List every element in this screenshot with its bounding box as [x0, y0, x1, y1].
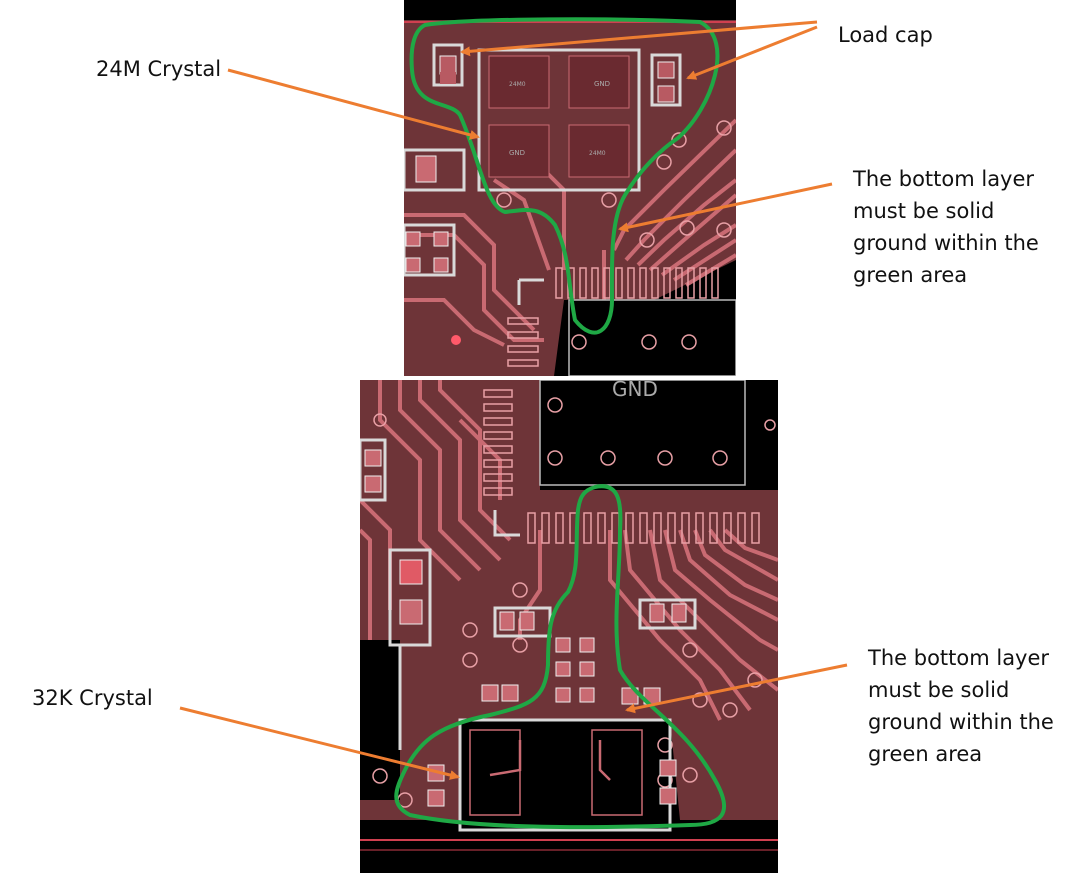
label-32k-crystal: 32K Crystal	[32, 686, 153, 710]
connector-outline	[568, 299, 736, 376]
arrow-load-cap-right	[686, 25, 818, 80]
arrow-bottom-ground	[625, 663, 848, 714]
gnd-pad-outline	[539, 380, 746, 486]
note-bottom-line-1: The bottom layer	[868, 646, 1050, 670]
note-top-line-4: green area	[853, 263, 968, 287]
pcb-top-panel: GND GND 24M0 24M0	[404, 0, 736, 376]
label-24m-crystal: 24M Crystal	[96, 57, 222, 81]
gnd-label: GND	[612, 380, 658, 401]
note-top-line-3: ground within the	[853, 231, 1039, 255]
misc-pads	[405, 155, 449, 273]
load-cap-pads	[439, 55, 675, 103]
ic-pins-top	[507, 267, 719, 367]
pad-dot	[451, 335, 461, 345]
arrow-32k-crystal	[179, 706, 460, 780]
pad-label-gnd-2: GND	[509, 149, 525, 157]
arrows	[179, 20, 848, 780]
pad-label-gnd-1: GND	[594, 80, 610, 88]
arrow-top-ground	[618, 182, 833, 233]
crystal-24m-pads	[488, 55, 630, 178]
label-load-cap: Load cap	[838, 23, 933, 47]
pad-label-net-1: 24M0	[509, 81, 526, 88]
note-top-line-1: The bottom layer	[853, 167, 1035, 191]
pcb-bottom-panel: GND	[360, 380, 778, 873]
note-bottom-line-2: must be solid	[868, 678, 1010, 702]
green-area-bottom	[394, 484, 727, 830]
vias-bottom	[372, 397, 776, 808]
arrow-24m-crystal	[227, 68, 480, 140]
vias-top	[496, 120, 732, 350]
green-area-top	[409, 17, 720, 335]
pcb-bottom-artwork: GND	[360, 380, 778, 873]
note-bottom-line-4: green area	[868, 742, 983, 766]
pads-bottom	[364, 449, 687, 807]
arrow-load-cap-left	[460, 20, 818, 57]
pcb-top-artwork: GND GND 24M0 24M0	[404, 0, 736, 376]
note-top-ground: The bottom layer must be solid ground wi…	[853, 163, 1073, 291]
note-bottom-line-3: ground within the	[868, 710, 1054, 734]
pad-label-net-2: 24M0	[589, 150, 606, 157]
copper-pour	[404, 20, 736, 376]
note-top-line-2: must be solid	[853, 199, 995, 223]
crystal-32k-pads	[469, 729, 643, 816]
note-bottom-ground: The bottom layer must be solid ground wi…	[868, 642, 1088, 770]
silkscreen-group	[404, 43, 682, 305]
